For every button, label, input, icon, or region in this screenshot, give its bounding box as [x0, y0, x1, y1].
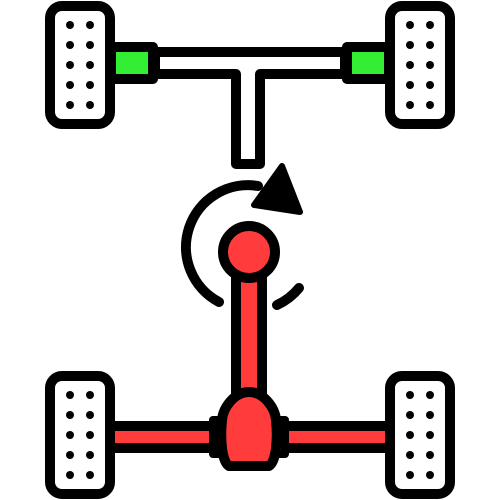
front-left-hub	[106, 42, 158, 84]
front-axle	[150, 47, 350, 169]
rear-right-wheel	[385, 371, 455, 499]
front-right-wheel	[385, 1, 455, 129]
rear-left-wheel	[45, 371, 115, 499]
rear-differential	[216, 387, 282, 471]
rotation-arrow-icon	[181, 163, 304, 310]
front-left-wheel	[45, 1, 115, 129]
driveshaft-top-knob	[218, 221, 280, 283]
front-right-hub	[342, 42, 394, 84]
